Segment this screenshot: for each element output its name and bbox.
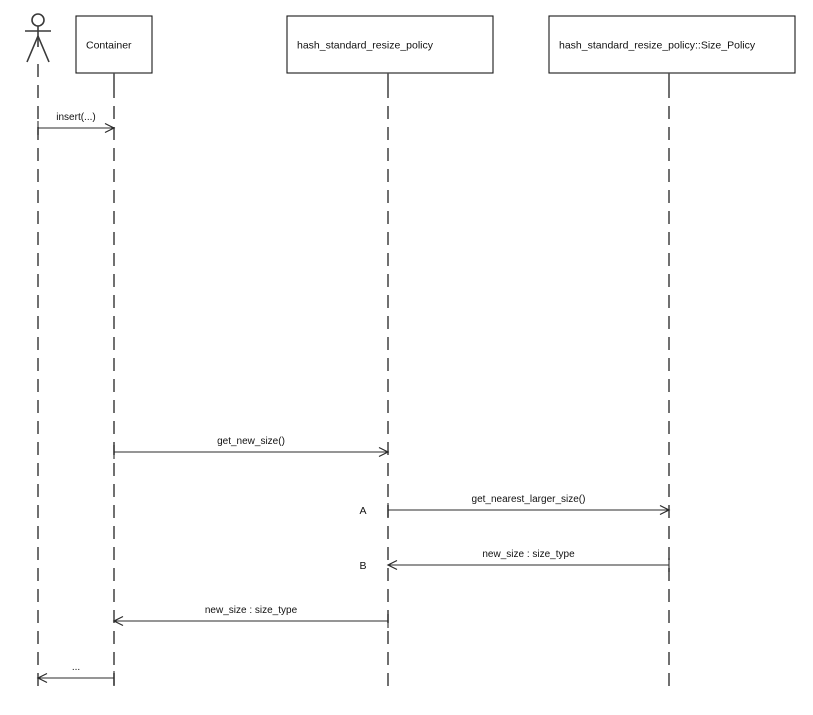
- actor-leg-left-icon: [26, 35, 39, 63]
- message-m6[interactable]: ...: [36, 662, 115, 685]
- participant-actor[interactable]: [25, 13, 51, 63]
- message-label: ...: [72, 662, 80, 673]
- lifeline-label-container: Container: [86, 40, 132, 52]
- message-label: insert(...): [56, 112, 95, 123]
- lifeline-box-policy[interactable]: [286, 15, 494, 74]
- message-arrowhead-icon: [378, 446, 390, 458]
- lifeline-label-size-policy: hash_standard_resize_policy::Size_Policy: [559, 40, 756, 52]
- participant-policy[interactable]: hash_standard_resize_policy: [286, 15, 494, 74]
- message-m2[interactable]: get_new_size(): [113, 436, 390, 459]
- actor-head-icon: [31, 13, 45, 27]
- message-label: get_new_size(): [217, 436, 285, 447]
- participant-size-policy[interactable]: hash_standard_resize_policy::Size_Policy: [548, 15, 796, 74]
- message-side-label: A: [359, 505, 366, 517]
- messages-group: insert(...) get_new_size() get_nearest_lar…: [36, 112, 671, 685]
- message-arrowhead-icon: [112, 615, 124, 627]
- actor-leg-right-icon: [37, 35, 50, 63]
- lifeline-label-policy: hash_standard_resize_policy: [297, 40, 434, 52]
- message-m3[interactable]: get_nearest_larger_size() A: [359, 494, 671, 517]
- lifelines-group: [37, 64, 670, 690]
- message-side-label: B: [359, 560, 366, 572]
- message-arrowhead-icon: [386, 559, 398, 571]
- message-arrowhead-icon: [659, 504, 671, 516]
- message-m5[interactable]: new_size : size_type: [112, 605, 389, 628]
- message-label: new_size : size_type: [205, 605, 298, 616]
- message-label: get_nearest_larger_size(): [472, 494, 586, 505]
- message-label: new_size : size_type: [482, 549, 575, 560]
- lifeline-box-size-policy[interactable]: [548, 15, 796, 74]
- message-m1[interactable]: insert(...): [37, 112, 116, 135]
- participant-container[interactable]: Container: [75, 15, 153, 74]
- message-arrowhead-icon: [36, 672, 48, 684]
- lifeline-box-container[interactable]: [75, 15, 153, 74]
- message-arrowhead-icon: [104, 122, 116, 134]
